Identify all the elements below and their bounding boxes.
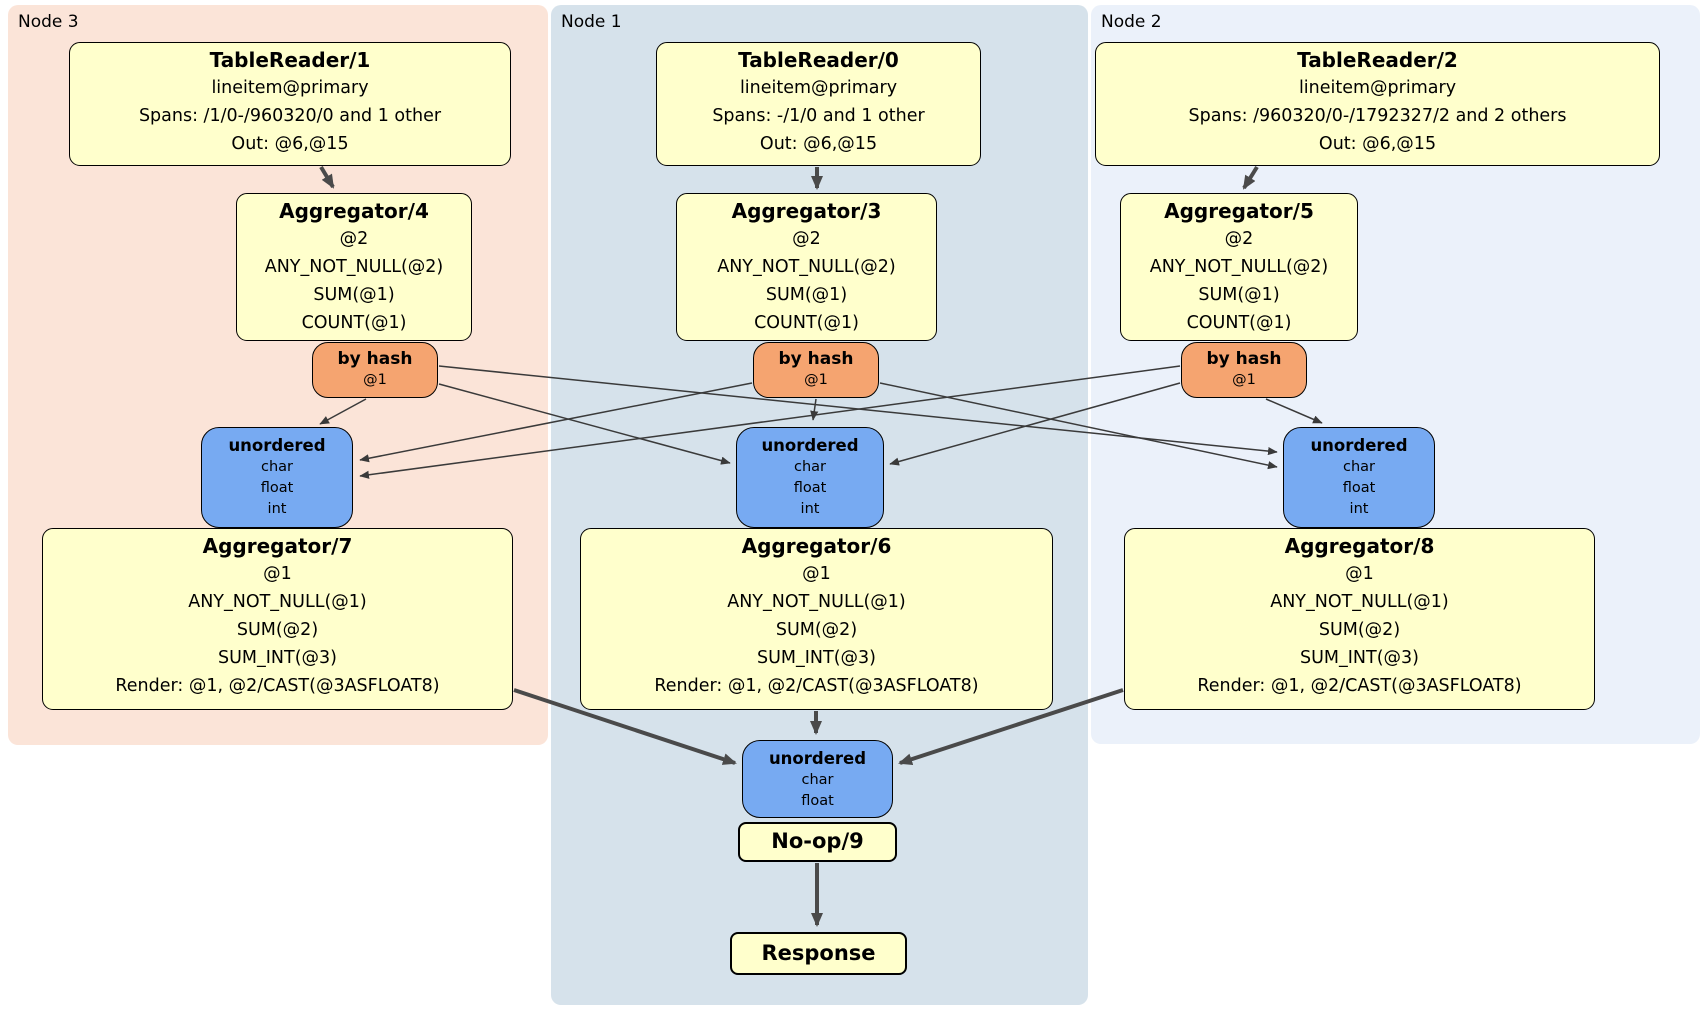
response-box: Response	[730, 932, 907, 975]
sync-title: unordered	[768, 749, 867, 768]
router-by-hash-node1: by hash @1	[753, 342, 879, 398]
response-title: Response	[761, 941, 876, 965]
sync-type: float	[793, 480, 827, 496]
processor-tablereader-0: TableReader/0 lineitem@primary Spans: -/…	[656, 42, 981, 166]
processor-detail: Spans: -/1/0 and 1 other	[712, 106, 925, 126]
sync-unordered-final: unordered char float	[742, 740, 893, 818]
processor-tablereader-1: TableReader/1 lineitem@primary Spans: /1…	[69, 42, 511, 166]
sync-unordered-node2: unordered char float int	[1283, 427, 1435, 528]
processor-detail: Out: @6,@15	[759, 134, 878, 154]
processor-detail: COUNT(@1)	[1186, 313, 1292, 333]
sync-type: int	[1349, 501, 1369, 517]
processor-detail: lineitem@primary	[211, 78, 369, 98]
processor-detail: @2	[1224, 229, 1254, 249]
processor-detail: SUM_INT(@3)	[218, 648, 337, 668]
sync-title: unordered	[761, 436, 859, 455]
processor-title: Aggregator/5	[1164, 199, 1314, 223]
sync-title: unordered	[228, 436, 326, 455]
processor-detail: ANY_NOT_NULL(@2)	[717, 257, 896, 277]
processor-detail: ANY_NOT_NULL(@1)	[727, 592, 906, 612]
processor-detail: Spans: /960320/0-/1792327/2 and 2 others	[1188, 106, 1567, 126]
processor-detail: @2	[339, 229, 369, 249]
processor-detail: @1	[263, 564, 292, 584]
processor-detail: SUM(@1)	[313, 285, 395, 305]
processor-detail: lineitem@primary	[739, 78, 898, 98]
sync-type: float	[1342, 480, 1376, 496]
processor-detail: SUM(@1)	[1198, 285, 1280, 305]
processor-detail: Spans: /1/0-/960320/0 and 1 other	[138, 106, 442, 126]
processor-detail: SUM(@1)	[765, 285, 848, 305]
processor-detail: ANY_NOT_NULL(@2)	[1149, 257, 1329, 277]
sync-type: char	[260, 459, 293, 475]
processor-title: TableReader/2	[1297, 48, 1458, 72]
processor-detail: ANY_NOT_NULL(@2)	[264, 257, 444, 277]
processor-title: Aggregator/6	[741, 534, 892, 558]
sync-title: unordered	[1310, 436, 1408, 455]
processor-detail: @1	[1345, 564, 1374, 584]
processor-title: Aggregator/4	[279, 199, 429, 223]
processor-aggregator-4: Aggregator/4 @2 ANY_NOT_NULL(@2) SUM(@1)…	[236, 193, 472, 341]
processor-aggregator-6: Aggregator/6 @1 ANY_NOT_NULL(@1) SUM(@2)…	[580, 528, 1053, 710]
router-by-hash-node2: by hash @1	[1181, 342, 1307, 398]
processor-detail: Render: @1, @2/CAST(@3ASFLOAT8)	[1197, 676, 1522, 696]
processor-detail: SUM(@2)	[1318, 620, 1401, 640]
processor-detail: Render: @1, @2/CAST(@3ASFLOAT8)	[115, 676, 440, 696]
processor-aggregator-8: Aggregator/8 @1 ANY_NOT_NULL(@1) SUM(@2)…	[1124, 528, 1595, 710]
processor-title: TableReader/1	[209, 48, 371, 72]
processor-detail: @1	[802, 564, 831, 584]
processor-aggregator-3: Aggregator/3 @2 ANY_NOT_NULL(@2) SUM(@1)…	[676, 193, 937, 341]
sync-unordered-node1: unordered char float int	[736, 427, 884, 528]
processor-detail: SUM_INT(@3)	[757, 648, 876, 668]
router-detail: @1	[1232, 372, 1256, 388]
processor-detail: @2	[792, 229, 821, 249]
sync-type: int	[800, 501, 820, 517]
processor-detail: SUM(@2)	[236, 620, 319, 640]
sync-type: float	[260, 480, 294, 496]
processor-aggregator-5: Aggregator/5 @2 ANY_NOT_NULL(@2) SUM(@1)…	[1120, 193, 1358, 341]
processor-detail: ANY_NOT_NULL(@1)	[1270, 592, 1449, 612]
processor-detail: Render: @1, @2/CAST(@3ASFLOAT8)	[654, 676, 979, 696]
processor-title: Aggregator/3	[731, 199, 882, 223]
processor-detail: Out: @6,@15	[1318, 134, 1437, 154]
processor-detail: SUM(@2)	[775, 620, 858, 640]
sync-type: char	[793, 459, 826, 475]
sync-type: char	[1342, 459, 1375, 475]
processor-noop-9: No-op/9	[738, 822, 897, 862]
router-title: by hash	[337, 349, 413, 369]
sync-unordered-node3: unordered char float int	[201, 427, 353, 528]
sync-type: char	[801, 772, 834, 788]
processor-title: No-op/9	[771, 829, 864, 853]
processor-detail: Out: @6,@15	[231, 134, 349, 154]
router-title: by hash	[778, 349, 854, 369]
processor-detail: COUNT(@1)	[301, 313, 407, 333]
sync-type: float	[801, 793, 834, 809]
router-by-hash-node3: by hash @1	[312, 342, 438, 398]
processor-detail: SUM_INT(@3)	[1300, 648, 1419, 668]
router-detail: @1	[363, 372, 387, 388]
processor-detail: lineitem@primary	[1298, 78, 1457, 98]
processor-title: Aggregator/8	[1284, 534, 1435, 558]
processor-tablereader-2: TableReader/2 lineitem@primary Spans: /9…	[1095, 42, 1660, 166]
router-detail: @1	[804, 372, 828, 388]
node2-label: Node 2	[1101, 12, 1162, 32]
processor-detail: ANY_NOT_NULL(@1)	[188, 592, 367, 612]
processor-detail: COUNT(@1)	[754, 313, 859, 333]
processor-title: Aggregator/7	[202, 534, 353, 558]
sync-type: int	[267, 501, 287, 517]
router-title: by hash	[1206, 349, 1282, 369]
node1-label: Node 1	[561, 12, 622, 32]
processor-title: TableReader/0	[738, 48, 899, 72]
node3-label: Node 3	[18, 12, 79, 32]
processor-aggregator-7: Aggregator/7 @1 ANY_NOT_NULL(@1) SUM(@2)…	[42, 528, 513, 710]
